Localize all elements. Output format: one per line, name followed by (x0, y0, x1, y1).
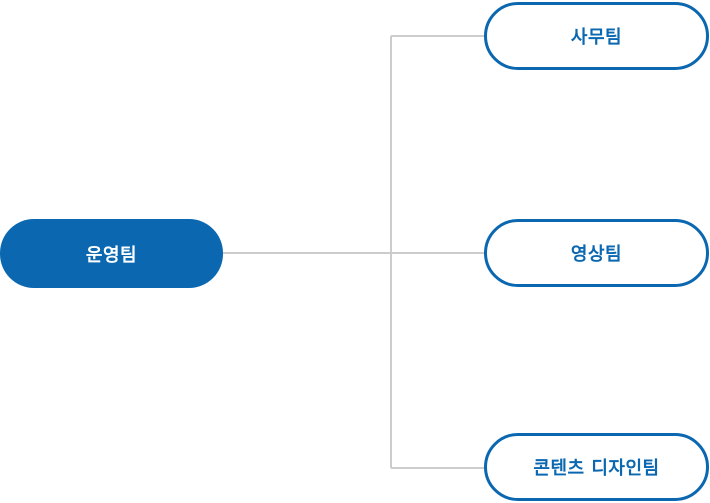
node-root-label: 운영팀 (85, 244, 138, 266)
node-content-design-team: 콘텐츠 디자인팀 (484, 433, 709, 501)
node-office-team: 사무팀 (484, 2, 709, 70)
node-root-operations-team: 운영팀 (0, 219, 223, 288)
node-video-team-label: 영상팀 (570, 244, 623, 265)
node-office-team-label: 사무팀 (570, 27, 623, 48)
node-video-team: 영상팀 (484, 219, 709, 287)
node-content-design-team-label: 콘텐츠 디자인팀 (533, 458, 660, 479)
